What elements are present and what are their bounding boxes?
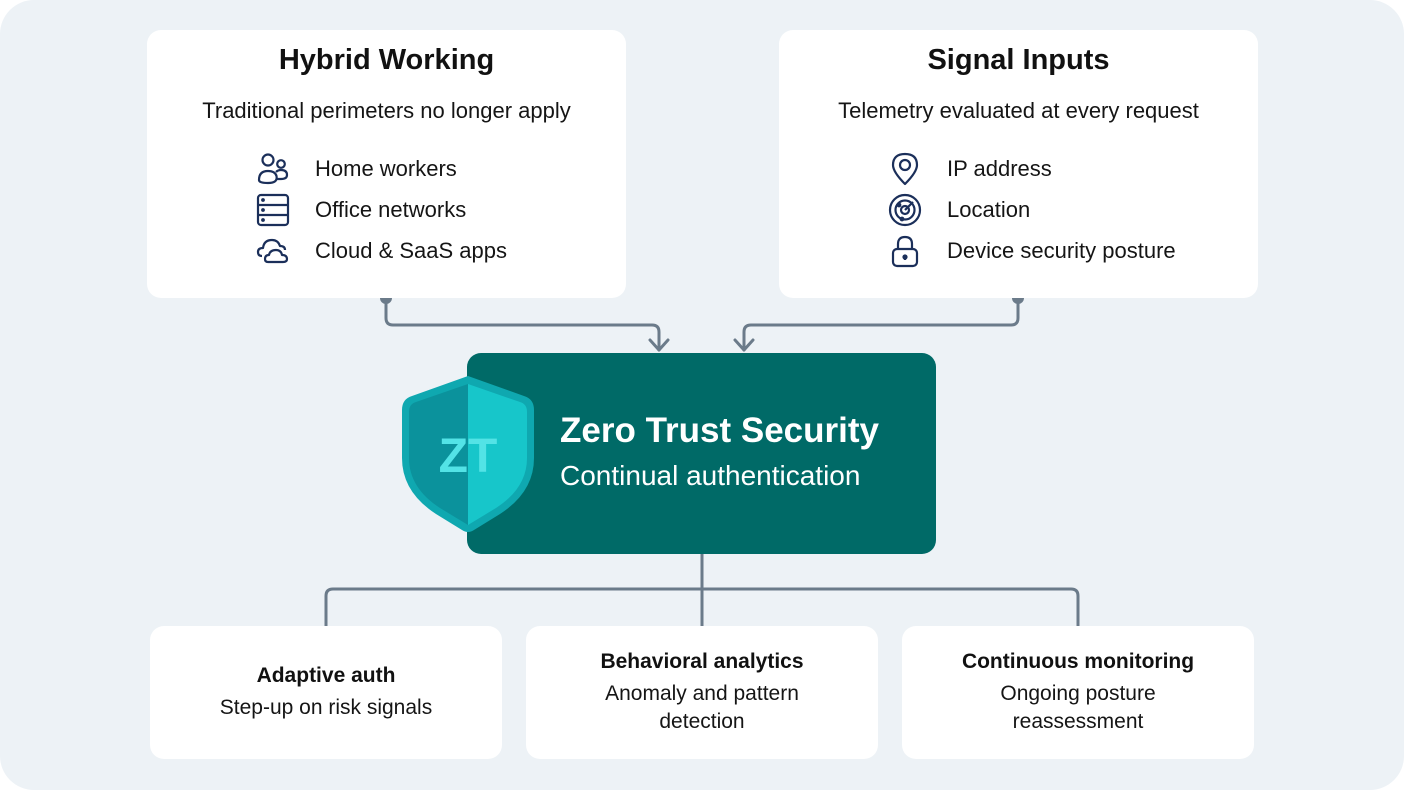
signal-inputs-title: Signal Inputs [927,44,1110,76]
outcome-title: Adaptive auth [256,663,396,687]
zero-trust-core: Zero Trust Security Continual authentica… [467,353,936,554]
outcome-card-behavioral-analytics: Behavioral analytics Anomaly and pattern… [526,626,878,759]
outcome-subtitle: Ongoing posture reassessment [1000,681,1156,733]
outcome-title: Behavioral analytics [600,649,804,673]
shield-icon: ZT [402,376,534,532]
zero-trust-subtitle: Continual authentication [560,460,861,491]
hybrid-working-card: Hybrid Working Traditional perimeters no… [147,30,626,298]
zero-trust-title: Zero Trust Security [560,411,879,450]
list-item-label: Office networks [315,196,467,222]
list-item-label: IP address [947,155,1052,181]
signal-inputs-subtitle: Telemetry evaluated at every request [838,98,1199,123]
signal-inputs-card: Signal Inputs Telemetry evaluated at eve… [779,30,1258,298]
list-item: Office networks [255,189,507,230]
outcome-subtitle: Anomaly and pattern detection [605,681,799,733]
hybrid-working-title: Hybrid Working [278,44,495,76]
lock-icon [887,233,923,269]
outcome-card-adaptive-auth: Adaptive auth Step-up on risk signals [150,626,502,759]
outcome-subtitle: Step-up on risk signals [219,695,433,719]
outcome-title: Continuous monitoring [961,649,1195,673]
shield-badge-text: ZT [439,430,498,483]
users-icon [255,151,291,187]
hybrid-items-list: Home workers Office networks [255,148,507,271]
radar-icon [887,192,923,228]
list-item-label: Home workers [315,155,457,181]
server-icon [255,192,291,228]
hybrid-working-subtitle: Traditional perimeters no longer apply [202,98,571,123]
signal-items-list: IP address Location [887,148,1176,271]
list-item: Location [887,189,1176,230]
list-item-label: Device security posture [947,237,1176,263]
list-item: Home workers [255,148,507,189]
list-item: IP address [887,148,1176,189]
cloud-icon [255,233,291,269]
list-item-label: Location [947,196,1031,222]
list-item-label: Cloud & SaaS apps [315,237,508,263]
list-item: Device security posture [887,230,1176,271]
list-item: Cloud & SaaS apps [255,230,507,271]
map-pin-icon [887,151,923,187]
outcome-card-continuous-monitoring: Continuous monitoring Ongoing posture re… [902,626,1254,759]
